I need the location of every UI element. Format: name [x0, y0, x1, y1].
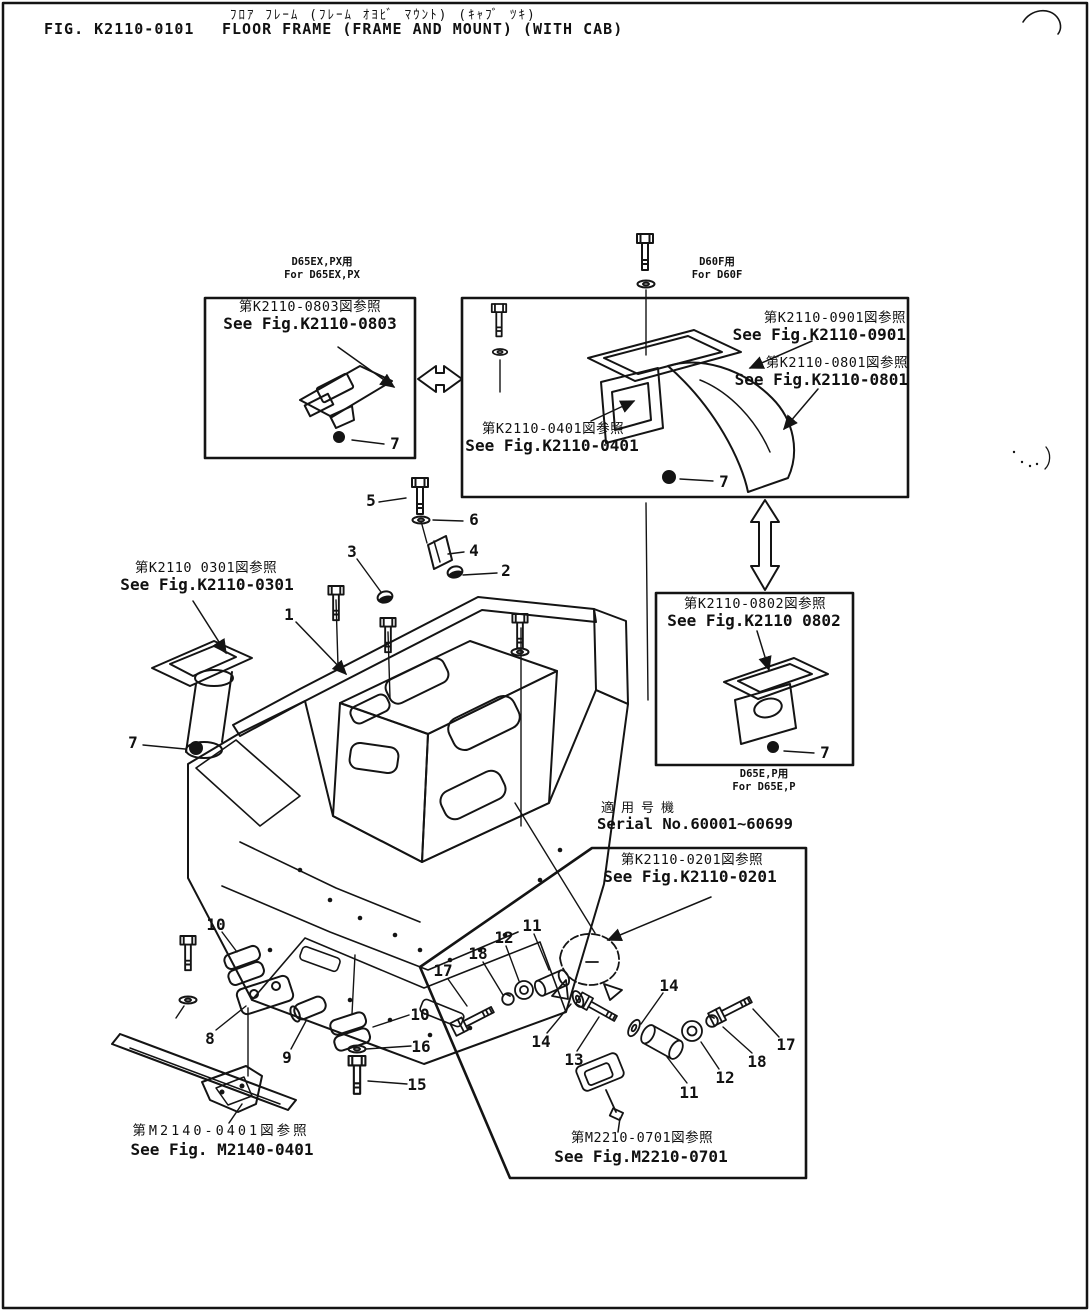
serial-panel-border	[418, 846, 808, 1180]
frame-fasteners	[327, 477, 530, 657]
bolt-hole-dots	[267, 847, 563, 1038]
see-fig-k2110-0803: See Fig.K2110-0803	[223, 314, 397, 333]
part-number-label: 18	[468, 944, 487, 963]
inset-top-right-drawing	[490, 233, 795, 493]
model-note-en: For D65E,P	[732, 780, 796, 793]
part-number-label: 11	[522, 916, 541, 935]
part-number-label: 17	[433, 961, 452, 980]
part-number-label: 3	[347, 542, 357, 561]
part-number-label: 6	[469, 510, 479, 529]
model-note-en: For D65EX,PX	[284, 268, 360, 281]
see-fig-k2110-0901-jp: 第K2110-0901図参照	[763, 310, 906, 326]
figure-number: FIG. K2110-0101	[44, 20, 195, 38]
part-number-label: 7	[820, 743, 830, 762]
inset-box-top-left	[203, 296, 417, 460]
part-number-label: 18	[747, 1052, 766, 1071]
inset-box-top-right	[460, 296, 910, 499]
part-number-label: 11	[679, 1083, 698, 1102]
vertical-double-arrow-icon	[750, 499, 780, 591]
see-fig-k2110-0301: See Fig.K2110-0301	[120, 575, 294, 594]
model-note-mid-right: D65E,P用 For D65E,P	[732, 768, 795, 793]
see-fig-m2210-0701-jp: 第M2210-0701図参照	[570, 1130, 714, 1146]
alternate-arrows	[417, 365, 780, 591]
serial-panel-parts	[449, 933, 755, 1122]
model-note-jp: D60F用	[699, 256, 735, 268]
part-number-label: 12	[494, 928, 513, 947]
inset-box-mid-right	[654, 591, 855, 767]
part-number-label: 7	[128, 733, 138, 752]
serial-number-range: Serial No.60001~60699	[597, 815, 793, 833]
model-note-jp: D65EX,PX用	[291, 256, 353, 268]
see-fig-m2140-0401-jp: 第M2140-0401図参照	[132, 1123, 310, 1139]
part-number-label: 14	[659, 976, 678, 995]
part-number-label: 14	[531, 1032, 550, 1051]
part-leader-lines	[142, 439, 815, 1085]
part-number-label: 15	[407, 1075, 426, 1094]
lower-left-parts	[111, 935, 372, 1113]
part-number-label: 4	[469, 541, 479, 560]
left-mount-drawing	[151, 640, 253, 759]
model-note-top-right: D60F用 For D60F	[692, 256, 743, 281]
part-number-label: 7	[390, 434, 400, 453]
serial-heading-jp: 適用号機	[601, 801, 682, 816]
model-note-jp: D65E,P用	[739, 768, 789, 780]
part-number-label: 10	[410, 1005, 429, 1024]
scan-artifact	[1012, 9, 1062, 470]
inset-box-borders	[203, 296, 910, 1180]
see-fig-k2110-0801: See Fig.K2110-0801	[734, 370, 908, 389]
see-fig-k2110-0401-jp: 第K2110-0401図参照	[481, 421, 625, 437]
see-fig-k2110-0802-jp: 第K2110-0802図参照	[683, 596, 827, 612]
see-fig-k2110-0301-jp: 第K2110 0301図参照	[134, 560, 278, 576]
see-fig-m2140-0401: See Fig. M2140-0401	[130, 1140, 314, 1159]
see-fig-k2110-0201-jp: 第K2110-0201図参照	[620, 852, 764, 868]
see-fig-k2110-0803-jp: 第K2110-0803図参照	[238, 299, 382, 315]
horizontal-double-arrow-icon	[417, 365, 463, 393]
part-number-label: 5	[366, 491, 376, 510]
part-number-label: 2	[501, 561, 511, 580]
see-fig-k2110-0802: See Fig.K2110 0802	[667, 611, 841, 630]
callout-leaders	[192, 340, 819, 1133]
see-fig-k2110-0901: See Fig.K2110-0901	[732, 325, 906, 344]
see-fig-k2110-0201: See Fig.K2110-0201	[603, 867, 777, 886]
see-fig-m2210-0701: See Fig.M2210-0701	[554, 1147, 728, 1166]
part-number-label: 13	[564, 1050, 583, 1069]
part-number-label: 7	[719, 472, 729, 491]
see-fig-k2110-0401: See Fig.K2110-0401	[465, 436, 639, 455]
page-title: FLOOR FRAME (FRAME AND MOUNT) (WITH CAB)	[222, 20, 624, 38]
part-number-label: 12	[715, 1068, 734, 1087]
inset-top-left-drawing	[299, 365, 393, 443]
model-note-en: For D60F	[691, 268, 743, 281]
see-fig-k2110-0801-jp: 第K2110-0801図参照	[765, 355, 908, 371]
model-note-top-left: D65EX,PX用 For D65EX,PX	[284, 256, 360, 281]
part-number-label: 9	[282, 1048, 292, 1067]
part-number-label: 10	[206, 915, 225, 934]
floor-frame-drawing	[187, 596, 629, 1065]
part-number-label: 1	[284, 605, 294, 624]
part-number-label: 17	[776, 1035, 795, 1054]
part-number-label: 16	[411, 1037, 430, 1056]
part-number-label: 8	[205, 1029, 215, 1048]
inset-mid-right-drawing	[723, 657, 829, 753]
page-title-japanese: ﾌﾛｱ ﾌﾚｰﾑ (ﾌﾚｰﾑ ｵﾖﾋﾞ ﾏｳﾝﾄ) (ｷｬﾌﾞ ﾂｷ)	[230, 8, 537, 23]
connector-lines	[247, 289, 649, 1077]
